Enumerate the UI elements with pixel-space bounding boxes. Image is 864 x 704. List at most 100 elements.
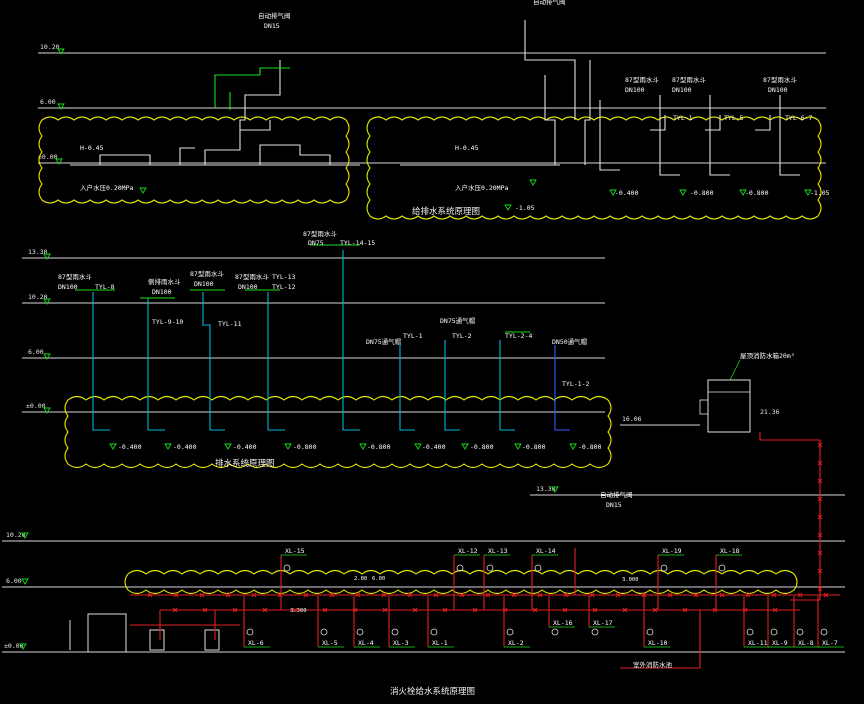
riser-pipe xyxy=(779,95,800,176)
section1-level-marks: 10.20 6.00 ±0.00 xyxy=(38,43,65,165)
level-triangle-icon xyxy=(514,443,522,450)
section2-level-marks: 13.30 10.20 6.00 ±0.00 xyxy=(26,248,51,414)
valve-icon xyxy=(147,592,153,598)
fire-hydrant-icon xyxy=(356,628,364,636)
valve-icon xyxy=(381,592,387,598)
section-title: 排水系统原理图 xyxy=(215,458,275,469)
level-label: 6.00 xyxy=(28,348,44,356)
valve-icon xyxy=(199,592,205,598)
level-label: 13.30 xyxy=(28,248,48,256)
valve-icon xyxy=(589,592,595,598)
level-triangle-icon xyxy=(55,158,63,165)
valve-icon xyxy=(537,592,543,598)
valve-icon xyxy=(412,607,418,613)
level-triangle-icon xyxy=(43,353,51,360)
level-triangle-icon xyxy=(551,486,559,493)
level-label: 13.30 xyxy=(536,485,556,493)
rain-head-dn: DN100 xyxy=(672,86,692,94)
riser-tag: TYL-1-2 xyxy=(562,380,589,388)
branch-pipe xyxy=(214,67,290,108)
drain-riser-pipe xyxy=(554,345,570,431)
riser-pipe xyxy=(599,100,620,171)
section2-floor-lines xyxy=(22,257,605,413)
fire-hydrant-icon xyxy=(506,628,514,636)
level-triangle-icon xyxy=(164,443,172,450)
pressure-label: 入户水压0.20MPa xyxy=(80,183,133,192)
section1-left-wall-outline xyxy=(38,116,350,204)
riser-tag: TYL-2 xyxy=(452,332,472,340)
xl-riser-tag: XL-11 xyxy=(748,639,768,647)
valve-icon xyxy=(682,607,688,613)
top-label: DN15 xyxy=(606,501,622,509)
level-triangle-icon xyxy=(57,103,65,110)
section1-pipes xyxy=(70,20,800,176)
valve-icon xyxy=(817,568,823,574)
xl-riser-tag: XL-8 xyxy=(798,639,814,647)
section1-tri-marks xyxy=(139,179,812,211)
fire-hydrant-icon xyxy=(534,564,542,572)
section3-labels: 自动排气阀 DN15 2.80 6.00 3.300 3.000 室外消防水池 … xyxy=(290,490,673,697)
valve-icon xyxy=(817,496,823,502)
valve-icon xyxy=(823,592,829,598)
level-label: 6.00 xyxy=(40,98,56,106)
riser-tag: TYL-6-7 xyxy=(785,114,812,122)
valve-icon xyxy=(251,592,257,598)
tank-supply-pipe xyxy=(759,432,821,601)
drain-riser-pipe xyxy=(399,345,415,431)
elevation-label: H-0.45 xyxy=(455,144,479,152)
section1-right-wall-outline xyxy=(366,116,822,220)
valve-icon xyxy=(817,460,823,466)
level-label: 10.20 xyxy=(40,43,60,51)
drain-riser-pipe xyxy=(267,292,285,431)
valve-icon xyxy=(407,592,413,598)
valve-icon xyxy=(693,592,699,598)
elevation-label: -0.800 xyxy=(293,443,317,451)
xl-riser-tag: XL-1 xyxy=(432,639,448,647)
valve-icon xyxy=(641,592,647,598)
rain-head-label: 87型雨水斗 xyxy=(763,75,797,84)
level-triangle-icon xyxy=(43,253,51,260)
riser-pipe xyxy=(544,75,556,165)
section1-floor-lines xyxy=(38,52,826,164)
valve-icon xyxy=(329,592,335,598)
fire-hydrant-icon xyxy=(283,564,291,572)
elevation-label: -0.800 xyxy=(470,443,494,451)
riser-tag: TYL-1 xyxy=(673,114,693,122)
riser-tag: TYL-14-15 xyxy=(340,239,375,247)
xl-riser-tag: XL-15 xyxy=(285,547,305,555)
level-triangle-icon xyxy=(43,407,51,414)
level-triangle-icon xyxy=(529,179,537,186)
elevation-label: -0.400 xyxy=(173,443,197,451)
section2-wall-outline xyxy=(64,395,612,469)
xl-riser-tag: XL-4 xyxy=(358,639,374,647)
fire-hydrant-icon xyxy=(770,628,778,636)
branch-pipe xyxy=(705,115,721,131)
xl-riser-tag: XL-5 xyxy=(322,639,338,647)
valve-icon xyxy=(592,607,598,613)
valve-icon xyxy=(433,592,439,598)
top-label: DN15 xyxy=(264,22,280,30)
section2-labels: 87型雨水斗 DN75 TYL-14-15 87型雨水斗 DN100 TYL-8… xyxy=(58,229,602,469)
valve-icon xyxy=(277,592,283,598)
fire-hydrant-icon xyxy=(718,564,726,572)
valve-icon xyxy=(745,592,751,598)
valves-group xyxy=(147,442,829,613)
branch-pipe xyxy=(99,154,151,165)
rain-head-label: 87型雨水斗 xyxy=(58,272,92,281)
supply-riser-pipe xyxy=(204,60,281,165)
xl-riser-tag: XL-18 xyxy=(720,547,740,555)
level-label: 16.06 xyxy=(622,415,642,423)
rain-head-label: 87型雨水斗 xyxy=(672,75,706,84)
level-triangle-icon xyxy=(21,578,29,585)
dimension-label: 2.80 xyxy=(354,576,367,582)
level-triangle-icon xyxy=(679,189,687,196)
fire-hydrant-icon xyxy=(391,628,399,636)
xl-riser-tag: XL-13 xyxy=(488,547,508,555)
rain-head-dn: DN100 xyxy=(625,86,645,94)
fire-hydrant-icon xyxy=(486,564,494,572)
section-title: 给排水系统原理图 xyxy=(412,206,480,217)
vent-cap-label: DN75通气帽 xyxy=(440,316,476,325)
xl-riser-tag: XL-12 xyxy=(458,547,478,555)
